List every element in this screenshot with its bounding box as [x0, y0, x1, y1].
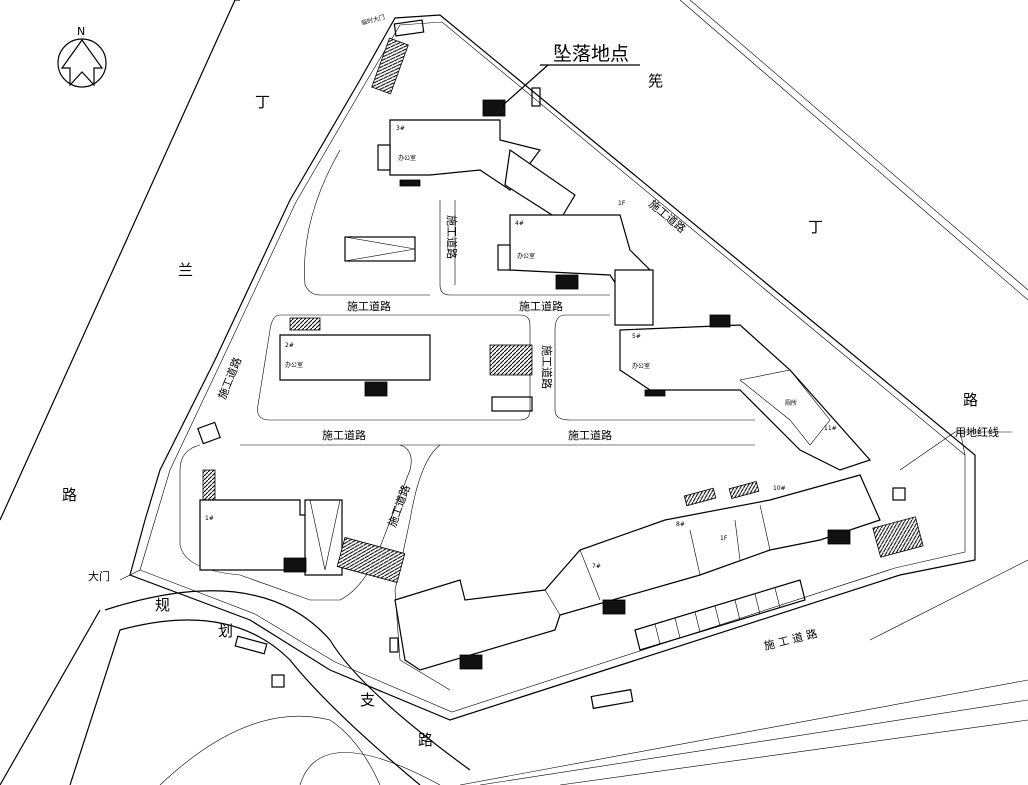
internal-roads	[179, 149, 755, 691]
building-label-4: 4#	[515, 220, 524, 227]
north-label: N	[77, 25, 85, 38]
building-1	[199, 499, 406, 584]
temp-gate-label: 临时大门	[360, 13, 385, 27]
fall-location-callout: 坠落地点	[502, 43, 640, 106]
room-labels: 办公室 办公室 办公室 办公室 厕所 1F 1F	[285, 154, 797, 542]
construction-road-label: 施工道路	[215, 355, 244, 401]
construction-road-label: 施工道路	[568, 428, 612, 442]
building-4	[497, 214, 654, 326]
road-label-ding-left: 丁	[255, 93, 270, 111]
site-details	[197, 19, 541, 688]
building-label-8: 8#	[676, 521, 685, 528]
road-labels: 丁 兰 路 筅 丁 路 规 划 支 路	[62, 72, 978, 749]
floor-label: 1F	[618, 200, 626, 207]
north-arrow: N	[57, 25, 107, 88]
road-label-lu-right: 路	[963, 391, 978, 409]
building-label-5: 5#	[632, 333, 641, 340]
building-label-7: 7#	[592, 563, 601, 570]
parking-strip	[590, 579, 806, 710]
main-gate-label: 大门	[88, 569, 110, 583]
fall-location-label: 坠落地点	[553, 43, 629, 65]
building-label-11: 11#	[824, 425, 837, 432]
road-label-zhi: 支	[360, 691, 375, 709]
construction-road-label: 施 工 道 路	[762, 626, 818, 653]
building-label-10: 10#	[773, 485, 786, 492]
construction-road-label: 施工道路	[445, 215, 459, 259]
stockpile-areas	[202, 37, 924, 558]
office-label: 办公室	[632, 362, 650, 370]
road-label-lan2: 筅	[648, 72, 663, 90]
road-label-lu-bottom: 路	[418, 731, 433, 749]
office-label: 办公室	[517, 252, 535, 260]
building-label-2: 2#	[285, 342, 294, 349]
building-label-1: 1#	[205, 515, 214, 522]
construction-road-label: 施工道路	[519, 299, 563, 313]
site-boundary	[129, 14, 976, 721]
construction-road-label: 施工道路	[540, 345, 554, 389]
road-label-lan: 兰	[178, 261, 193, 279]
building-numbers: 3# 4# 2# 5# 1# 7# 8# 10# 11#	[205, 125, 837, 570]
floor-label: 1F	[720, 535, 728, 542]
boundary-label: 用地红线	[955, 425, 999, 439]
toilet-label: 厕所	[785, 399, 797, 407]
building-5	[619, 314, 872, 471]
office-label: 办公室	[285, 361, 303, 369]
office-label: 办公室	[398, 154, 416, 162]
building-2	[279, 334, 533, 412]
construction-road-label: 施工道路	[347, 299, 391, 313]
road-label-lu-left: 路	[62, 486, 77, 504]
road-label-hua: 划	[218, 622, 233, 640]
building-3	[377, 99, 576, 221]
gates: 大门 临时大门	[88, 13, 386, 583]
road-label-gui: 规	[155, 596, 170, 614]
building-band	[394, 474, 906, 671]
boundary-callout: 用地红线	[955, 425, 1012, 439]
construction-road-label: 施工道路	[322, 428, 366, 442]
construction-road-label: 施工道路	[385, 483, 413, 529]
building-label-3: 3#	[396, 125, 405, 132]
road-label-ding-right: 丁	[808, 218, 823, 236]
